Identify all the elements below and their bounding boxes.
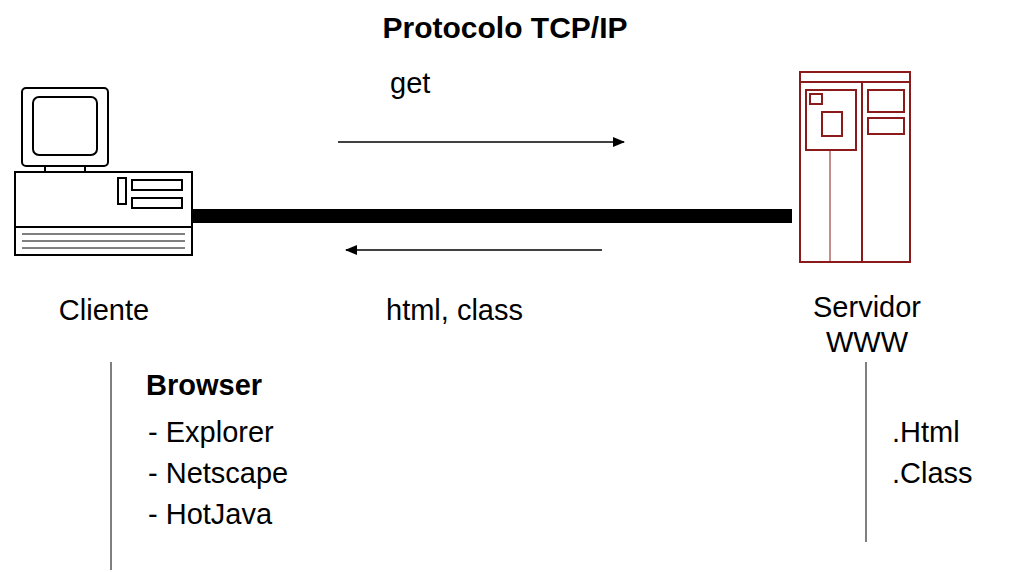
- file-type: .Class: [892, 456, 973, 491]
- device-node: Cliente: [15, 88, 193, 328]
- list-item: - Netscape: [148, 456, 288, 491]
- server-icon: [800, 72, 910, 262]
- response-label: html, class: [386, 293, 523, 328]
- response-arrow: [346, 249, 602, 251]
- node-label: Servidor WWW: [792, 290, 942, 360]
- node-label: Cliente: [59, 293, 149, 328]
- bracket-line: [111, 362, 112, 570]
- device-node: Servidor WWW: [792, 70, 942, 360]
- file-type: .Html: [892, 415, 960, 450]
- list-item: - Explorer: [148, 415, 274, 450]
- group-heading: Browser: [146, 368, 262, 403]
- bracket-line: [866, 362, 867, 542]
- list-item: - HotJava: [148, 497, 272, 532]
- network-link: [193, 216, 792, 217]
- request-label: get: [390, 66, 430, 101]
- request-arrow: [338, 141, 624, 143]
- computer-icon: [15, 88, 192, 255]
- diagram-title: Protocolo TCP/IP: [382, 10, 627, 46]
